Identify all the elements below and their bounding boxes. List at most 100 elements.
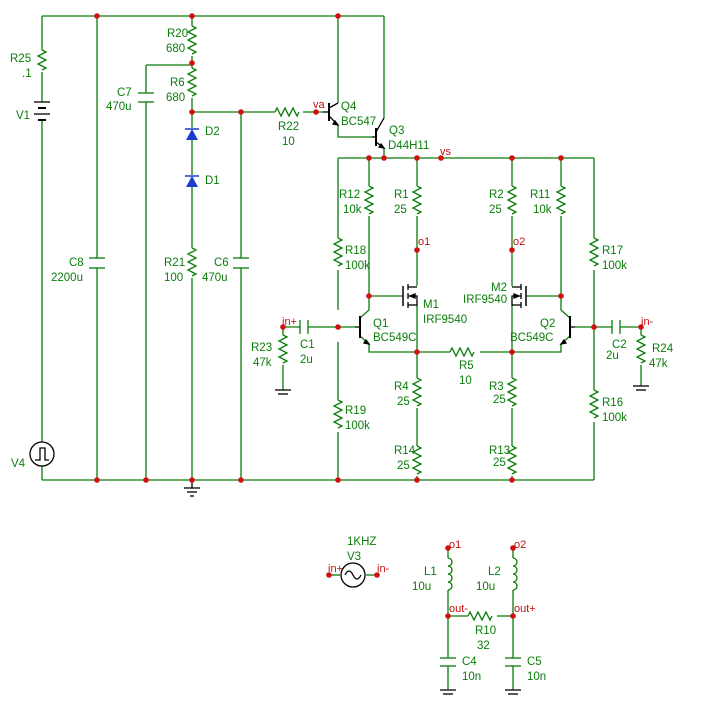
label-C2: C2 (612, 339, 627, 351)
value-L2: 10u (476, 581, 495, 593)
net-in-plus-source: in+ (328, 563, 343, 575)
label-Q4: Q4 (341, 101, 357, 113)
label-R11: R11 (530, 189, 550, 201)
label-V4: V4 (11, 458, 26, 470)
battery-V1 (34, 101, 50, 121)
value-R2: 25 (489, 204, 502, 216)
label-Q2: Q2 (540, 318, 555, 330)
ground-R24 (633, 385, 649, 391)
resistor-R18 (332, 237, 344, 267)
label-D2: D2 (205, 126, 220, 138)
value-R17: 100k (602, 260, 627, 272)
label-Q1: Q1 (373, 318, 388, 330)
value-R23: 47k (253, 357, 272, 369)
net-in-minus: in- (641, 316, 654, 328)
source-V3 (340, 562, 366, 588)
ground-R23 (275, 389, 291, 395)
diode-D1 (185, 175, 199, 187)
resistor-R22 (274, 106, 300, 118)
transistor-Q2 (559, 316, 575, 345)
inductor-L2 (512, 557, 518, 591)
value-C7: 470u (106, 101, 132, 113)
resistor-R25 (36, 49, 48, 71)
label-C4: C4 (462, 656, 477, 668)
value-R25: .1 (22, 68, 32, 80)
value-Q3: D44H11 (388, 140, 429, 152)
resistor-R1 (411, 185, 423, 215)
label-L1: L1 (424, 566, 437, 578)
value-M2: IRF9540 (463, 294, 507, 306)
value-R11: 10k (533, 204, 552, 216)
value-R4: 25 (397, 396, 410, 408)
label-R24: R24 (652, 343, 674, 355)
label-R25: R25 (10, 53, 31, 65)
resistor-R12 (363, 185, 375, 215)
label-L2: L2 (488, 566, 501, 578)
value-R13: 25 (493, 457, 506, 469)
resistor-R13 (506, 445, 518, 475)
diodes (185, 128, 199, 187)
ground-symbols (184, 385, 649, 695)
mosfet-M2 (511, 284, 527, 308)
value-Q4: BC547 (341, 116, 376, 128)
mosfet-M1 (402, 284, 418, 308)
resistor-R4 (411, 377, 423, 407)
ground-C5 (505, 689, 521, 695)
resistor-R19 (332, 399, 344, 429)
label-R4: R4 (394, 381, 409, 393)
label-R2: R2 (489, 189, 504, 201)
value-R22: 10 (282, 136, 295, 148)
label-D1: D1 (205, 175, 220, 187)
value-Q2: BC549C (510, 332, 553, 344)
capacitor-C1 (299, 320, 309, 334)
label-C6: C6 (214, 257, 229, 269)
resistor-R11 (555, 185, 567, 215)
ground-C4 (440, 689, 456, 695)
label-R17: R17 (602, 245, 623, 257)
value-R20: 680 (166, 43, 185, 55)
value-R18: 100k (345, 260, 370, 272)
net-o2: o2 (513, 236, 525, 248)
net-va: va (313, 99, 326, 111)
capacitor-C4 (440, 657, 456, 667)
resistor-R16 (588, 389, 600, 419)
transistors (323, 102, 575, 345)
value-R12: 10k (343, 204, 362, 216)
value-R16: 100k (602, 412, 627, 424)
label-V1: V1 (16, 110, 30, 122)
value-Q1: BC549C (373, 332, 416, 344)
value-R24: 47k (649, 358, 668, 370)
value-R5: 10 (459, 375, 472, 387)
value-C4: 10n (462, 671, 481, 683)
resistor-R3 (506, 377, 518, 407)
label-Q3: Q3 (389, 125, 404, 137)
value-C5: 10n (527, 671, 546, 683)
label-R21: R21 (164, 257, 185, 269)
label-R18: R18 (345, 245, 366, 257)
value-C2: 2u (606, 350, 619, 362)
net-vs: vs (440, 146, 452, 158)
label-R12: R12 (339, 189, 360, 201)
label-R6: R6 (170, 77, 185, 89)
label-C7: C7 (117, 87, 132, 99)
resistor-R23 (277, 334, 289, 364)
resistor-R10 (467, 610, 493, 622)
label-C8: C8 (69, 257, 84, 269)
inductor-L1 (447, 557, 453, 591)
capacitor-C5 (505, 657, 521, 667)
value-R6: 680 (166, 92, 185, 104)
label-R5: R5 (459, 360, 474, 372)
value-C6: 470u (202, 272, 228, 284)
label-V3: V3 (347, 551, 361, 563)
label-R14: R14 (394, 445, 416, 457)
label-R16: R16 (602, 397, 623, 409)
label-C5: C5 (527, 656, 542, 668)
resistor-R5 (449, 346, 475, 358)
label-C1: C1 (300, 339, 315, 351)
net-out-plus: out+ (514, 603, 536, 615)
resistor-R24 (635, 334, 647, 364)
transistor-Q1 (355, 316, 371, 345)
value-R1: 25 (394, 204, 407, 216)
